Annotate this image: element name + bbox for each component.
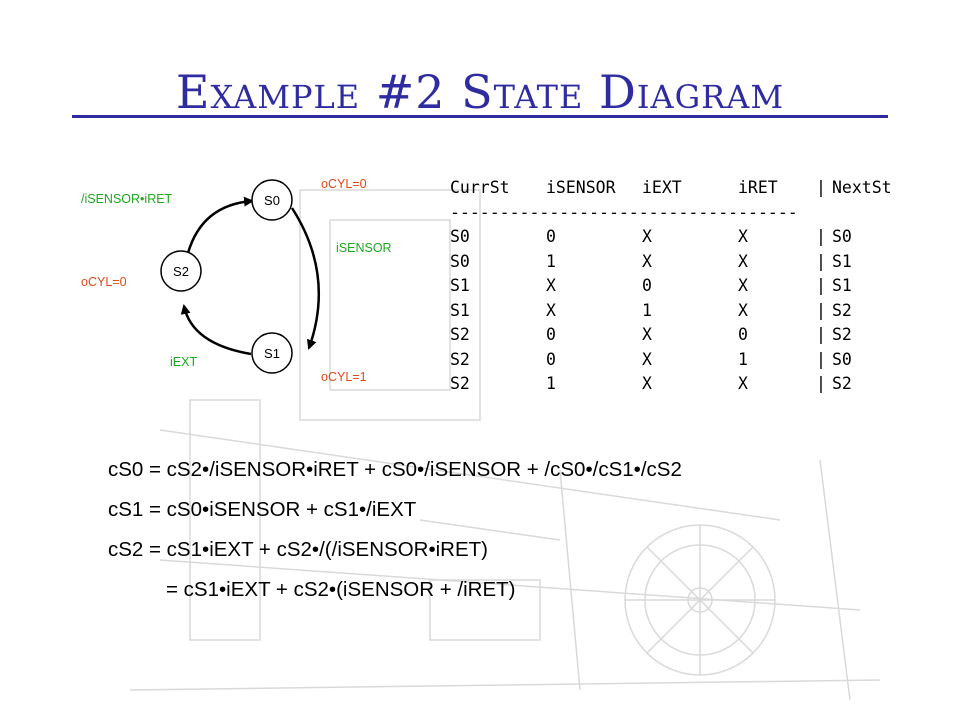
cell-isensor: 0 — [546, 349, 556, 369]
state-s1-label: S1 — [264, 346, 280, 361]
cell-separator: | — [816, 227, 826, 246]
cell-iext: X — [642, 251, 652, 271]
table-row: S2 0 X 0 | S2 — [450, 323, 912, 348]
s1-to-s2-condition: iEXT — [170, 355, 197, 369]
cell-iext: 1 — [642, 300, 652, 320]
cell-iret: X — [738, 276, 748, 295]
cell-separator: | — [816, 349, 826, 369]
cell-nextst: S2 — [832, 300, 852, 320]
cell-iext: X — [642, 374, 652, 393]
cell-currst: S1 — [450, 300, 470, 320]
cell-iret: 0 — [738, 325, 748, 344]
cell-nextst: S2 — [832, 374, 852, 393]
state-diagram: S0 S1 S2 oCYL=0 oCYL=1 oCYL=0 iSENSOR iE… — [81, 177, 392, 384]
s0-output-label: oCYL=0 — [321, 177, 367, 191]
transition-s0-to-s1 — [290, 207, 321, 350]
cell-iext: X — [642, 325, 652, 344]
state-s0-label: S0 — [264, 193, 280, 208]
table-row: S1 X 1 X | S2 — [450, 299, 912, 324]
cell-isensor: 1 — [546, 374, 556, 393]
table-header-row: CurrSt iSENSOR iEXT iRET | NextSt — [450, 176, 912, 201]
cell-nextst: S0 — [832, 227, 852, 246]
header-separator: | — [816, 178, 826, 197]
table-row: S0 1 X X | S1 — [450, 250, 912, 275]
table-row: S2 0 X 1 | S0 — [450, 348, 912, 373]
table-row: S2 1 X X | S2 — [450, 372, 912, 397]
header-currst: CurrSt — [450, 178, 510, 197]
cell-currst: S1 — [450, 276, 470, 295]
state-s0: S0 — [251, 179, 293, 221]
table-row: S1 X 0 X | S1 — [450, 274, 912, 299]
page-title: Example #2 State Diagram — [175, 65, 785, 119]
cell-isensor: X — [546, 300, 556, 320]
table-divider: ----------------------------------- — [450, 202, 798, 222]
cell-isensor: X — [546, 276, 556, 295]
cell-iext: X — [642, 349, 652, 369]
cell-currst: S0 — [450, 227, 470, 246]
equation-cs1: cS1 = cS0•iSENSOR + cS1•/iEXT — [108, 498, 417, 521]
cell-iret: X — [738, 251, 748, 271]
transition-s2-to-s0 — [186, 196, 254, 254]
cell-isensor: 0 — [546, 227, 556, 246]
cell-separator: | — [816, 300, 826, 320]
header-isensor: iSENSOR — [546, 178, 616, 197]
cell-separator: | — [816, 374, 826, 393]
cell-iext: 0 — [642, 276, 652, 295]
cell-separator: | — [816, 251, 826, 271]
cell-isensor: 1 — [546, 251, 556, 271]
header-iext: iEXT — [642, 178, 682, 197]
cell-iret: 1 — [738, 349, 748, 369]
cell-separator: | — [816, 325, 826, 344]
cell-currst: S2 — [450, 374, 470, 393]
cell-currst: S2 — [450, 325, 470, 344]
table-row: S0 0 X X | S0 — [450, 225, 912, 250]
cell-currst: S0 — [450, 251, 470, 271]
s0-to-s1-condition: iSENSOR — [336, 241, 392, 255]
header-iret: iRET — [738, 178, 778, 197]
state-s2-label: S2 — [173, 264, 189, 279]
transition-s1-to-s2 — [180, 304, 252, 356]
cell-nextst: S1 — [832, 251, 852, 271]
cell-nextst: S0 — [832, 349, 852, 369]
equation-cs0: cS0 = cS2•/iSENSOR•iRET + cS0•/iSENSOR +… — [108, 458, 682, 481]
title-underline — [72, 115, 888, 118]
cell-iret: X — [738, 227, 748, 246]
state-s1: S1 — [251, 332, 293, 374]
equation-cs2: cS2 = cS1•iEXT + cS2•/(/iSENSOR•iRET) — [108, 538, 489, 561]
state-transition-table: CurrSt iSENSOR iEXT iRET | NextSt ------… — [450, 176, 912, 397]
cell-currst: S2 — [450, 349, 470, 369]
s2-output-label: oCYL=0 — [81, 275, 127, 289]
cell-iret: X — [738, 300, 748, 320]
s2-to-s0-condition: /iSENSOR•iRET — [81, 192, 173, 206]
header-nextst: NextSt — [832, 178, 892, 197]
cell-iret: X — [738, 374, 748, 393]
cell-iext: X — [642, 227, 652, 246]
state-s2: S2 — [160, 250, 202, 292]
cell-isensor: 0 — [546, 325, 556, 344]
equation-cs2-simplified: = cS1•iEXT + cS2•(iSENSOR + /iRET) — [166, 578, 516, 601]
s1-output-label: oCYL=1 — [321, 370, 367, 384]
cell-separator: | — [816, 276, 826, 295]
cell-nextst: S2 — [832, 325, 852, 344]
next-state-equations: cS0 = cS2•/iSENSOR•iRET + cS0•/iSENSOR +… — [108, 450, 682, 610]
cell-nextst: S1 — [832, 276, 852, 295]
